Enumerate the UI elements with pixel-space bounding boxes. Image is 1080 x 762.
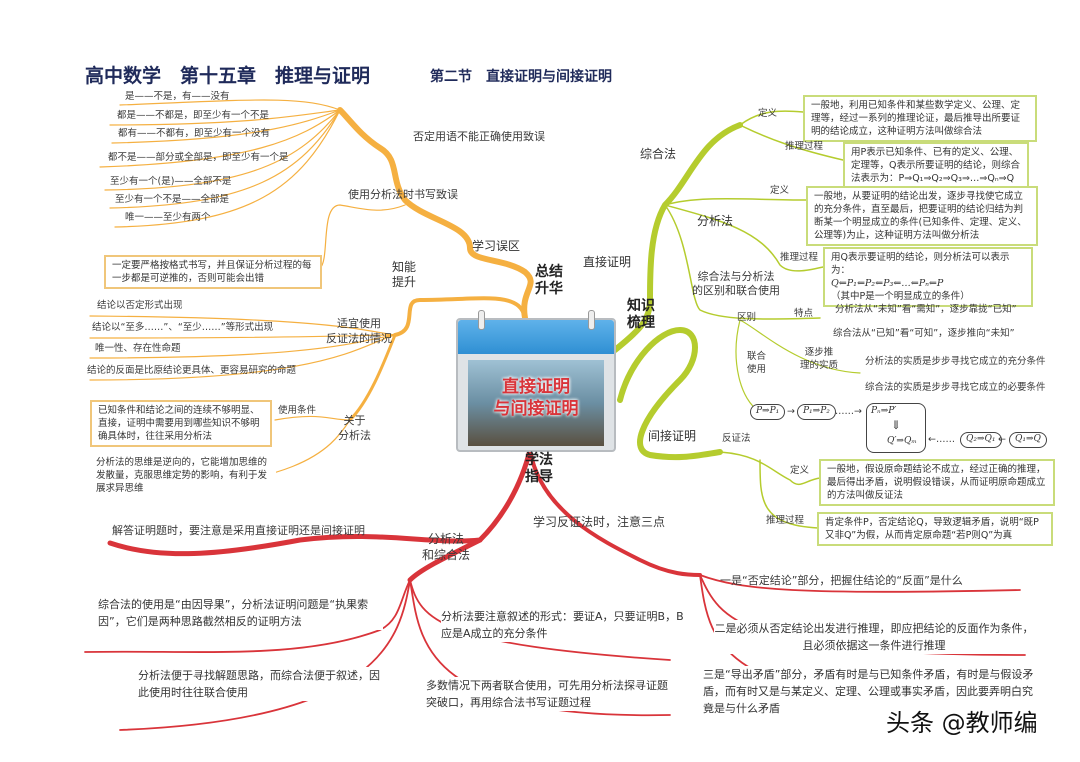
synthesis-process: 用P表示已知条件、已有的定义、公理、定理等，Q表示所要证明的结论，则综合法表示为… [843,142,1029,189]
flow-arrow: → [787,406,795,417]
analysis-process: 用Q表示要证明的结论，则分析法可以表示为： Q⇐P₁⇐P₂⇐P₃⇐…⇐Pₙ⇐P … [823,247,1033,307]
flow-node: Q₂⇒Q₁ [960,432,1002,448]
negation-item: 都是——不都是，即至少有一个不是 [117,110,270,121]
flow-node: P⇒P₁ [750,404,786,420]
compare-label: 综合法与分析法 的区别和联合使用 [692,270,780,297]
bottom-note: 多数情况下两者联合使用，可先用分析法探寻证题 突破口，再用综合法书写证题过程 [426,677,671,711]
branch-method: 学法 指导 [525,452,553,485]
bottom-note: 分析法要注意叙述的形式：要证A，只要证明B，B应是A成立的充分条件 [441,608,691,642]
analysis-error-label: 使用分析法时书写致误 [348,188,458,201]
error-zone-label: 学习误区 [472,239,521,253]
contradiction-cases-label: 适宜使用 反证法的情况 [326,317,392,345]
use-condition-note: 已知条件和结论之间的连续不够明显、直接，证明中需要用到哪些知识不够明确具体时，往… [90,400,272,447]
flow-node: Pₙ⇒P′ [871,406,897,416]
use-condition-label: 使用条件 [278,405,317,416]
essence-item: 综合法的实质是步步寻找它成立的必要条件 [865,382,1046,393]
point-item: 二是必须从否定结论出发进行推理，即应把结论的反面作为条件，且必须依据这一条件进行… [714,620,1034,654]
analysis-process-formula: Q⇐P₁⇐P₂⇐P₃⇐…⇐Pₙ⇐P [831,278,944,289]
synthesis-label: 综合法 [640,147,677,161]
negation-item: 至少有一个(是)——全部不是 [110,176,232,187]
analysis-error-note: 一定要严格按格式书写，并且保证分析过程的每一步都是可逆推的，否则可能会出错 [104,255,322,289]
synthesis-definition: 一般地，利用已知条件和某些数学定义、公理、定理等，经过一系列的推理论证，最后推导… [803,95,1037,142]
essence-item: 分析法的实质是步步寻找它成立的充分条件 [865,356,1046,367]
case-item: 结论以否定形式出现 [97,300,183,311]
flow-arrow: ……→ [835,406,862,417]
analysis-process-line: 用Q表示要证明的结论，则分析法可以表示为： [831,252,1010,276]
negation-item: 至少有一个不是——全部是 [115,194,230,205]
process-label: 推理过程 [780,252,819,263]
case-item: 唯一性、存在性命题 [95,343,181,354]
section-title: 第二节 直接证明与间接证明 [430,69,612,85]
branch-summary: 总结 升华 [535,264,563,297]
feature-label: 特点 [794,308,814,319]
contradiction-process: 肯定条件P，否定结论Q，导致逻辑矛盾，说明“既P又非Q”为假，从而肯定原命题“若… [817,512,1053,546]
flow-arrow: ←…… [928,434,955,445]
definition-label: 定义 [790,465,810,476]
essence-label: 逐步推 理的实质 [800,347,839,371]
point-item: 三是“导出矛盾”部分，矛盾有时是与已知条件矛盾，有时是与假设矛盾，而有时又是与某… [703,666,1043,717]
calendar-ring-icon [478,310,485,330]
definition-label: 定义 [770,185,790,196]
negation-item: 唯一——至少有两个 [125,212,211,223]
analysis-label: 分析法 [697,214,734,228]
negation-item: 是——不是，有——没有 [125,91,230,102]
feature-item: 综合法从“已知”看“可知”，逐步推向“未知” [833,328,1015,339]
difference-label: 区别 [737,312,757,323]
case-item: 结论以“至多……”、“至少……”等形式出现 [92,322,274,333]
joint-use-label: 联合 使用 [747,351,767,375]
process-label: 推理过程 [766,515,805,526]
negation-item: 都不是——部分或全部是，即至少有一个是 [108,152,289,163]
flow-node: Q′⇒Qₘ [887,436,917,446]
case-item: 结论的反面是比原结论更具体、更容易研究的命题 [87,365,297,376]
contradiction-label: 反证法 [722,433,751,444]
flow-node: P₁⇒P₂ [797,404,836,420]
process-label: 推理过程 [785,141,824,152]
center-calendar: 直接证明 与间接证明 [456,310,616,452]
three-points-label: 学习反证法时，注意三点 [533,515,666,529]
center-title-2: 与间接证明 [493,399,579,419]
branch-ability: 知能 提升 [392,260,417,289]
analysis-process-note: （其中P是一个明显成立的条件） [831,291,970,302]
direct-proof-label: 直接证明 [583,255,632,269]
flow-arrow: ← [998,434,1006,445]
contradiction-definition: 一般地，假设原命题结论不成立，经过正确的推理，最后得出矛盾，说明假设错误，从而证… [819,459,1055,506]
page-title: 高中数学 第十五章 推理与证明 [85,65,371,87]
flow-down-arrow: ⇓ [891,418,902,432]
negation-item: 都有——不都有，即至少有一个没有 [118,128,271,139]
definition-label: 定义 [758,108,778,119]
thinking-note: 分析法的思维是逆向的，它能增加思维的发散量，克服思维定势的影响，有利于发展求异思… [96,456,276,495]
point-item: 一是“否定结论”部分，把握住结论的“反面”是什么 [720,574,963,587]
center-image: 直接证明 与间接证明 [468,360,604,446]
choose-method-note: 解答证明题时，要注意是采用直接证明还是间接证明 [112,524,365,537]
flow-node: Q₁⇒Q [1009,432,1047,448]
flow-center-box: Pₙ⇒P′ ⇓ Q′⇒Qₘ [866,403,926,453]
watermark: 头条 @教师编 [886,709,1038,737]
analysis-synthesis-label: 分析法 和综合法 [422,532,471,562]
about-analysis-label: 关于 分析法 [338,414,371,442]
center-title-1: 直接证明 [502,377,570,397]
bottom-note: 分析法便于寻找解题思路，而综合法便于叙述，因此使用时往往联合使用 [138,667,388,701]
calendar-ring-icon [588,310,595,330]
indirect-proof-label: 间接证明 [648,429,697,443]
negation-error-label: 否定用语不能正确使用致误 [413,130,545,143]
bottom-note: 综合法的使用是“由因导果”，分析法证明问题是“执果索因”，它们是两种思路截然相反… [98,596,383,630]
analysis-definition: 一般地，从要证明的结论出发，逐步寻找使它成立的充分条件，直至最后，把要证明的结论… [806,186,1038,246]
feature-item: 分析法从“未知”看“需知”，逐步靠拢“已知” [835,304,1017,315]
branch-knowledge: 知识 梳理 [627,298,655,331]
